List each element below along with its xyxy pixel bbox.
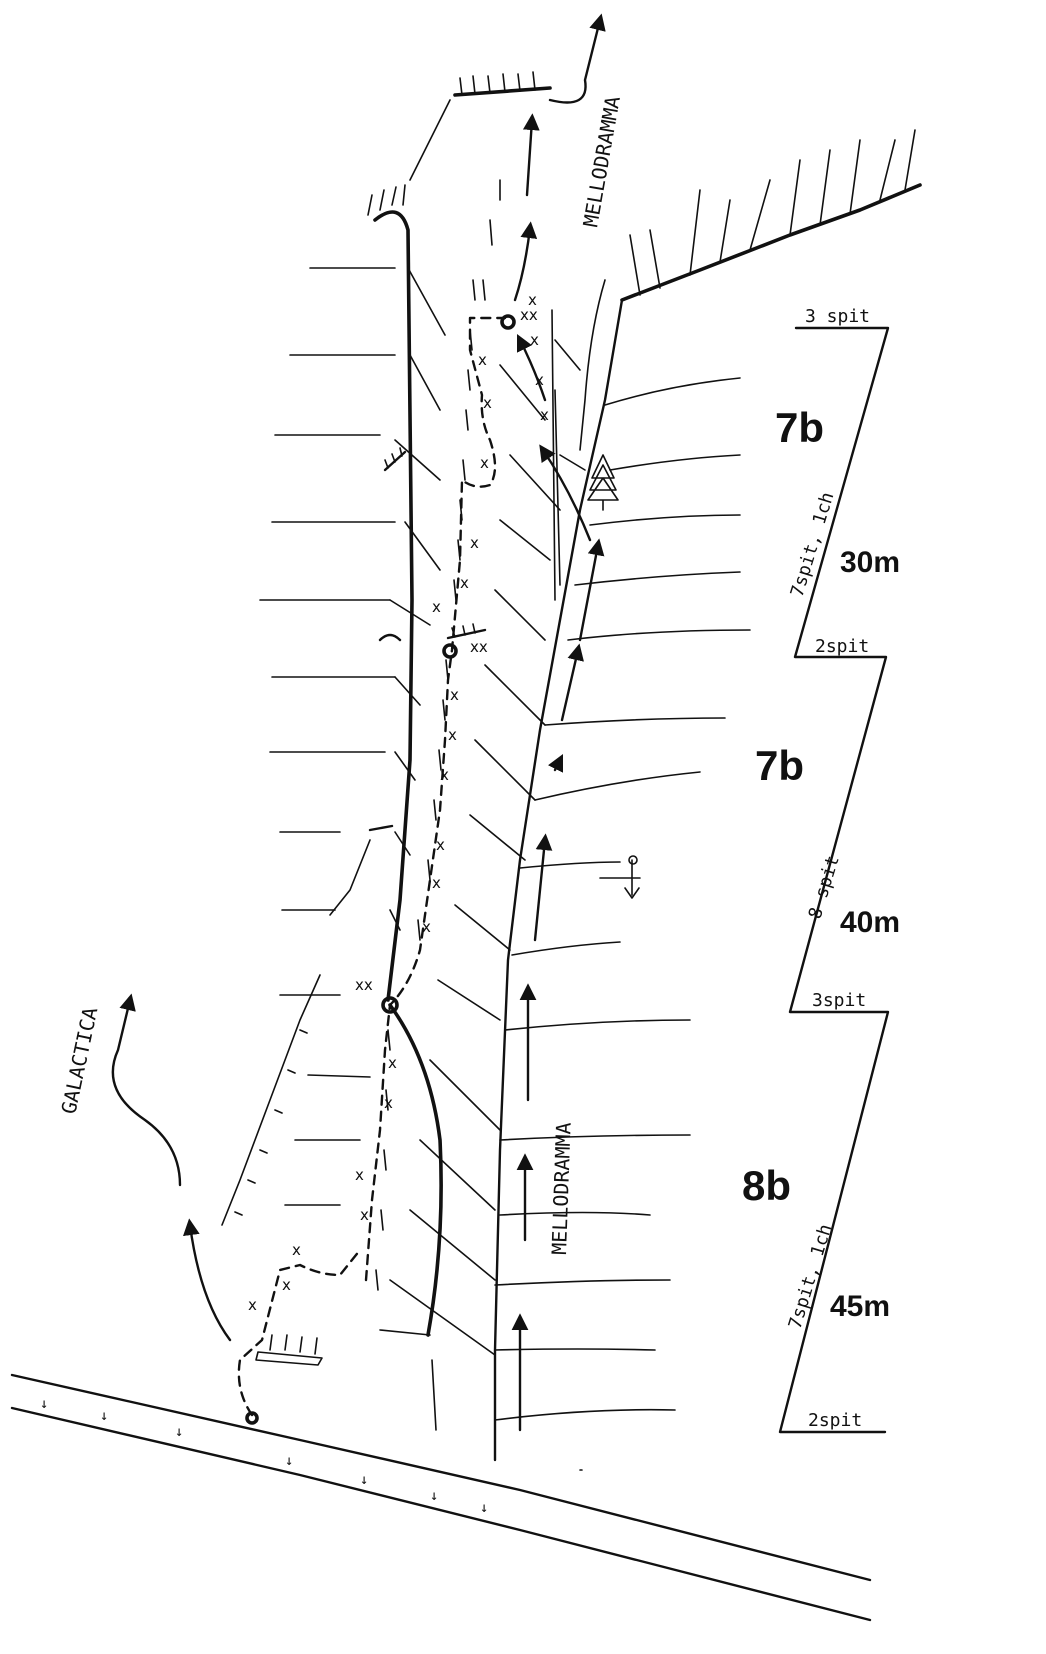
right-skyline xyxy=(620,129,922,302)
pitch-1-grade: 7b xyxy=(775,404,824,451)
svg-text:xx: xx xyxy=(355,976,373,994)
pitch-profile xyxy=(778,326,890,1434)
svg-text:↓: ↓ xyxy=(480,1500,488,1516)
svg-text:x: x xyxy=(282,1276,291,1294)
base-anchor: 2spit xyxy=(808,1410,862,1431)
svg-text:↓: ↓ xyxy=(430,1488,438,1504)
right-wall-hatching xyxy=(494,377,751,1421)
svg-text:x: x xyxy=(480,454,489,472)
pitch-3-length: 45m xyxy=(830,1290,890,1323)
mellodramma-route-line xyxy=(511,13,606,1471)
svg-text:x: x xyxy=(432,874,441,892)
svg-text:↓: ↓ xyxy=(360,1472,368,1488)
pitch-2-protection: 8 spit xyxy=(805,853,844,921)
svg-text:x: x xyxy=(440,766,449,784)
mellodramma-label-bottom: MELLODRAMMA xyxy=(547,1122,576,1255)
pitch-1-top-anchor: 3 spit xyxy=(805,306,870,327)
belay-stations xyxy=(245,314,516,1425)
galactica-label: GALACTICA xyxy=(56,1005,102,1116)
ground-band: ↓ ↓ ↓ ↓ ↓ ↓ ↓ xyxy=(10,1373,872,1622)
svg-text:x: x xyxy=(470,534,479,552)
svg-text:xx: xx xyxy=(470,638,488,656)
svg-text:x: x xyxy=(436,836,445,854)
svg-text:x: x xyxy=(248,1296,257,1314)
svg-text:x: x xyxy=(478,351,487,369)
svg-text:↓: ↓ xyxy=(285,1453,293,1469)
start-route-line xyxy=(183,1218,362,1417)
svg-text:x: x xyxy=(388,1054,397,1072)
main-route-line: xx x x x x x x x x x x xx x x x x x x xx… xyxy=(248,279,549,1314)
svg-text:x: x xyxy=(384,1094,393,1112)
svg-text:↓: ↓ xyxy=(40,1396,48,1412)
pitch-2-grade: 7b xyxy=(755,742,804,789)
mellodramma-label-top: MELLODRAMMA xyxy=(578,94,625,229)
svg-text:↓: ↓ xyxy=(100,1408,108,1424)
tree-icon xyxy=(587,454,619,511)
pitch-3-top-anchor: 3spit xyxy=(812,990,866,1011)
svg-text:xx: xx xyxy=(520,306,538,324)
svg-text:x: x xyxy=(432,598,441,616)
center-wall-hatching xyxy=(379,339,586,1356)
svg-text:x: x xyxy=(540,406,549,424)
svg-text:x: x xyxy=(422,918,431,936)
svg-text:x: x xyxy=(483,394,492,412)
left-wall-hatching xyxy=(259,267,446,1206)
svg-text:x: x xyxy=(448,726,457,744)
svg-text:x: x xyxy=(355,1166,364,1184)
top-ledge xyxy=(409,71,552,181)
svg-text:↓: ↓ xyxy=(175,1424,183,1440)
svg-text:x: x xyxy=(460,574,469,592)
svg-text:x: x xyxy=(360,1206,369,1224)
wall-structure xyxy=(373,179,624,1462)
pitch-2-length: 40m xyxy=(840,906,900,939)
pitch-1-length: 30m xyxy=(840,546,900,579)
anchor-icon xyxy=(599,855,641,899)
pitch-2-top-anchor: 2spit xyxy=(815,636,869,657)
svg-text:x: x xyxy=(292,1241,301,1259)
small-ledges xyxy=(221,184,487,1366)
galactica-route-line xyxy=(111,993,182,1187)
svg-text:x: x xyxy=(450,686,459,704)
svg-text:x: x xyxy=(528,291,537,309)
pitch-1-protection: 7spit, 1ch xyxy=(787,490,839,600)
svg-text:x: x xyxy=(535,371,544,389)
pitch-3-grade: 8b xyxy=(742,1162,791,1209)
svg-text:x: x xyxy=(530,331,539,349)
